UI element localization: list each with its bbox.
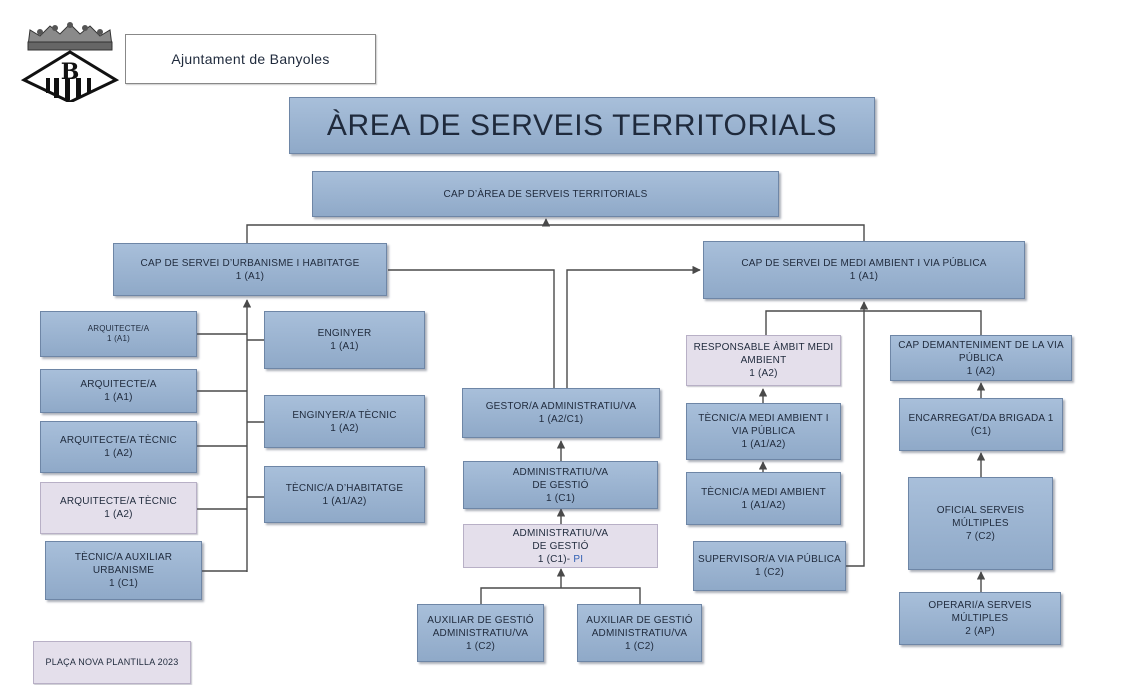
responsable-count: 1 (A2) xyxy=(749,368,778,379)
supervisor-via-box: SUPERVISOR/A VIA PÚBLICA 1 (C2) xyxy=(693,541,846,591)
arquitecte-box-2: ARQUITECTE/A 1 (A1) xyxy=(40,369,197,413)
arquitecte-2-count: 1 (A1) xyxy=(104,392,133,403)
supervisor-count: 1 (C2) xyxy=(755,567,784,578)
enginyer-count: 1 (A1) xyxy=(330,341,359,352)
head-of-area-box: CAP D’ÀREA DE SERVEIS TERRITORIALS xyxy=(312,171,779,217)
operari-count: 2 (AP) xyxy=(965,626,995,637)
oficial-serveis-box: OFICIAL SERVEIS MÚLTIPLES 7 (C2) xyxy=(908,477,1053,570)
administratiu-2-title: ADMINISTRATIU/VA xyxy=(512,527,609,539)
cap-manteniment-box: CAP DEMANTENIMENT DE LA VIA PÚBLICA 1 (A… xyxy=(890,335,1072,381)
medi-chief-title: CAP DE SERVEI DE MEDI AMBIENT I VIA PÚBL… xyxy=(741,258,987,269)
enginyer-box: ENGINYER 1 (A1) xyxy=(264,311,425,369)
operari-title: OPERARI/A SERVEIS xyxy=(928,600,1032,611)
cap-manteniment-subtitle: PÚBLICA xyxy=(958,352,1004,364)
enginyer-tecnic-box: ENGINYER/A TÈCNIC 1 (A2) xyxy=(264,395,425,448)
administratiu-1-count: 1 (C1) xyxy=(546,492,575,504)
tecnic-medi-via-title: TÈCNIC/A MEDI AMBIENT I xyxy=(698,413,829,424)
auxiliar-1-subtitle: ADMINISTRATIU/VA xyxy=(432,627,529,639)
tecnic-habitatge-count: 1 (A1/A2) xyxy=(322,495,367,507)
tecnic-auxiliar-subtitle: URBANISME xyxy=(92,565,155,576)
arquitecte-tecnic-box-2: ARQUITECTE/A TÈCNIC 1 (A2) xyxy=(40,482,197,534)
oficial-title: OFICIAL SERVEIS xyxy=(936,505,1025,516)
tecnic-medi-via-subtitle: VIA PÚBLICA xyxy=(731,426,796,437)
gestor-title: GESTOR/A ADMINISTRATIU/VA xyxy=(485,401,637,412)
organization-name-text: Ajuntament de Banyoles xyxy=(171,50,330,67)
urbanisme-chief-title: CAP DE SERVEI D’URBANISME I HABITATGE xyxy=(140,257,360,269)
encarregat-title: ENCARREGAT/DA BRIGADA 1 xyxy=(908,412,1054,424)
enginyer-tecnic-title: ENGINYER/A TÈCNIC xyxy=(292,409,397,421)
head-of-area-title: CAP D’ÀREA DE SERVEIS TERRITORIALS xyxy=(443,188,648,200)
oficial-subtitle: MÚLTIPLES xyxy=(952,518,1009,529)
encarregat-brigada-box: ENCARREGAT/DA BRIGADA 1 (C1) xyxy=(899,398,1063,451)
arquitecte-1-title: ARQUITECTE/A xyxy=(87,324,150,333)
svg-text:B: B xyxy=(61,59,80,85)
medi-chief-box: CAP DE SERVEI DE MEDI AMBIENT I VIA PÚBL… xyxy=(703,241,1025,299)
auxiliar-gestio-box-2: AUXILIAR DE GESTIÓ ADMINISTRATIU/VA 1 (C… xyxy=(577,604,702,662)
arquitecte-tecnic-2-count: 1 (A2) xyxy=(104,509,133,520)
administratiu-1-title: ADMINISTRATIU/VA xyxy=(512,466,609,478)
administratiu-1-subtitle: DE GESTIÓ xyxy=(532,479,589,491)
tecnic-habitatge-box: TÈCNIC/A D’HABITATGE 1 (A1/A2) xyxy=(264,466,425,523)
tecnic-auxiliar-title: TÈCNIC/A AUXILIAR xyxy=(74,552,173,563)
administratiu-2-count: 1 (C1)- xyxy=(537,553,571,565)
urbanisme-chief-count: 1 (A1) xyxy=(235,270,265,282)
administratiu-2-subtitle: DE GESTIÓ xyxy=(532,540,589,552)
tecnic-auxiliar-box: TÈCNIC/A AUXILIAR URBANISME 1 (C1) xyxy=(45,541,202,600)
auxiliar-2-count: 1 (C2) xyxy=(625,640,654,652)
auxiliar-2-title: AUXILIAR DE GESTIÓ xyxy=(586,614,693,626)
responsable-medi-box: RESPONSABLE ÀMBIT MEDI AMBIENT 1 (A2) xyxy=(686,335,841,386)
operari-subtitle: MÚLTIPLES xyxy=(951,613,1009,624)
gestor-administratiu-box: GESTOR/A ADMINISTRATIU/VA 1 (A2/C1) xyxy=(462,388,660,438)
administratiu-2-count-row: 1 (C1)- PI xyxy=(538,553,583,566)
administratiu-gestio-box-2: ADMINISTRATIU/VA DE GESTIÓ 1 (C1)- PI xyxy=(463,524,658,568)
responsable-subtitle: AMBIENT xyxy=(740,355,787,366)
arquitecte-tecnic-box-1: ARQUITECTE/A TÈCNIC 1 (A2) xyxy=(40,421,197,473)
operari-serveis-box: OPERARI/A SERVEIS MÚLTIPLES 2 (AP) xyxy=(899,592,1061,645)
auxiliar-1-count: 1 (C2) xyxy=(466,640,495,652)
pi-tag: PI xyxy=(570,553,584,565)
arquitecte-tecnic-1-count: 1 (A2) xyxy=(104,448,133,459)
medi-chief-count: 1 (A1) xyxy=(849,271,879,282)
arquitecte-2-title: ARQUITECTE/A xyxy=(80,379,157,390)
oficial-count: 7 (C2) xyxy=(966,531,995,542)
tecnic-medi-via-count: 1 (A1/A2) xyxy=(741,439,786,450)
arquitecte-tecnic-1-title: ARQUITECTE/A TÈCNIC xyxy=(60,435,177,446)
tecnic-medi-count: 1 (A1/A2) xyxy=(741,499,786,511)
urbanisme-chief-box: CAP DE SERVEI D’URBANISME I HABITATGE 1 … xyxy=(113,243,387,296)
tecnic-medi-via-box: TÈCNIC/A MEDI AMBIENT I VIA PÚBLICA 1 (A… xyxy=(686,403,841,460)
organization-name: Ajuntament de Banyoles xyxy=(125,34,376,84)
auxiliar-1-title: AUXILIAR DE GESTIÓ xyxy=(427,614,534,626)
enginyer-title: ENGINYER xyxy=(317,328,372,339)
legend-new-post: PLAÇA NOVA PLANTILLA 2023 xyxy=(33,641,191,684)
page-title-text: ÀREA DE SERVEIS TERRITORIALS xyxy=(326,108,838,142)
tecnic-habitatge-title: TÈCNIC/A D’HABITATGE xyxy=(285,482,404,494)
cap-manteniment-title: CAP DEMANTENIMENT DE LA VIA xyxy=(898,339,1064,351)
administratiu-gestio-box-1: ADMINISTRATIU/VA DE GESTIÓ 1 (C1) xyxy=(463,461,658,509)
tecnic-auxiliar-count: 1 (C1) xyxy=(109,578,138,589)
page-title: ÀREA DE SERVEIS TERRITORIALS xyxy=(289,97,875,154)
supervisor-title: SUPERVISOR/A VIA PÚBLICA xyxy=(697,554,841,565)
responsable-title: RESPONSABLE ÀMBIT MEDI xyxy=(693,342,834,353)
arquitecte-1-count: 1 (A1) xyxy=(107,334,130,343)
encarregat-count: (C1) xyxy=(970,425,992,437)
auxiliar-gestio-box-1: AUXILIAR DE GESTIÓ ADMINISTRATIU/VA 1 (C… xyxy=(417,604,544,662)
arquitecte-box-1: ARQUITECTE/A 1 (A1) xyxy=(40,311,197,357)
arquitecte-tecnic-2-title: ARQUITECTE/A TÈCNIC xyxy=(60,496,177,507)
banyoles-coat-of-arms-icon: B xyxy=(20,22,120,104)
tecnic-medi-box: TÈCNIC/A MEDI AMBIENT 1 (A1/A2) xyxy=(686,472,841,525)
tecnic-medi-title: TÈCNIC/A MEDI AMBIENT xyxy=(701,486,826,498)
gestor-count: 1 (A2/C1) xyxy=(538,414,584,425)
cap-manteniment-count: 1 (A2) xyxy=(966,365,996,377)
auxiliar-2-subtitle: ADMINISTRATIU/VA xyxy=(591,627,688,639)
enginyer-tecnic-count: 1 (A2) xyxy=(330,422,359,434)
legend-label: PLAÇA NOVA PLANTILLA 2023 xyxy=(45,657,179,667)
